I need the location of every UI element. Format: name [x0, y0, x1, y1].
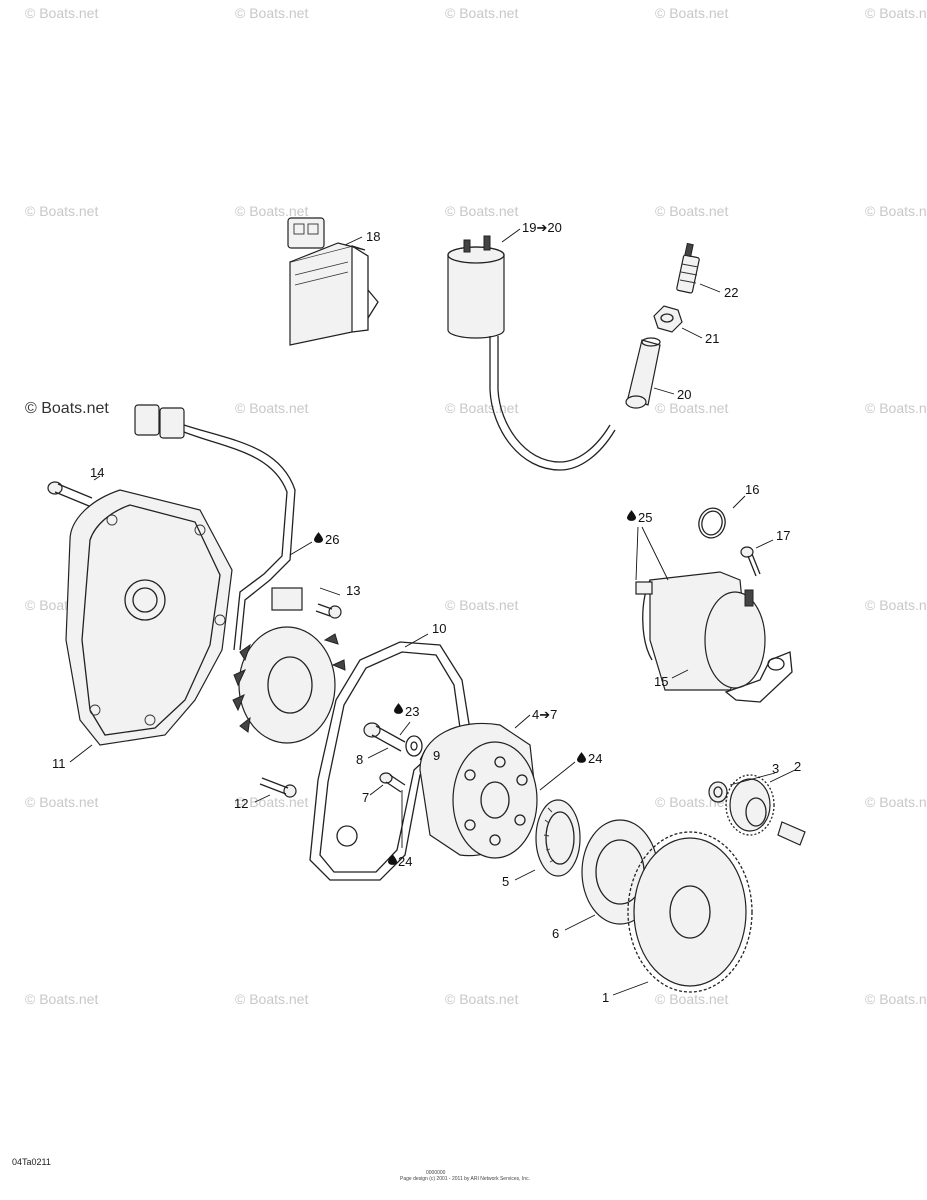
callout-5: 5 [502, 874, 509, 889]
callout-7: 7 [362, 790, 369, 805]
watermark: © Boats.net [25, 991, 99, 1007]
watermark: © Boats.net [235, 400, 309, 416]
watermark: © Boats.net [655, 991, 729, 1007]
part-15-starter-motor[interactable] [635, 571, 793, 703]
lubricant-drop-icon [577, 752, 586, 763]
watermark: © Boats.net [865, 5, 927, 21]
stator-coil[interactable] [232, 626, 346, 744]
part-14-screw[interactable] [47, 481, 93, 507]
callout-24: 24 [398, 854, 412, 869]
watermark: © Boats.net [865, 794, 927, 810]
lubricant-drop-icon [627, 510, 636, 521]
part-9-washer[interactable] [405, 735, 423, 757]
callout-11: 11 [52, 756, 66, 771]
watermark: © Boats.net [25, 5, 99, 21]
watermark: © Boats.net [235, 203, 309, 219]
callout-22: 22 [724, 285, 738, 300]
page-id: 0000000 [426, 1170, 446, 1176]
callout-10: 10 [432, 621, 446, 636]
callout-13: 13 [346, 583, 360, 598]
callout-14: 14 [90, 465, 104, 480]
callout-1: 1 [602, 990, 609, 1005]
part-16-o-ring[interactable] [696, 505, 729, 541]
part-1-ring-gear[interactable] [627, 831, 753, 993]
watermark: © Boats.net [25, 400, 109, 417]
callout-12: 12 [234, 796, 248, 811]
watermark: © Boats.net [235, 5, 309, 21]
lubricant-drop-icon [314, 532, 323, 543]
part-19-ignition-coil[interactable] [447, 235, 616, 471]
watermark: © Boats.net [445, 597, 519, 613]
watermark: © Boats.net [865, 597, 927, 613]
diagram-code: 04Ta0211 [12, 1157, 51, 1167]
watermark: © Boats.net [235, 794, 309, 810]
part-20-spark-plug-cap[interactable] [625, 337, 661, 409]
watermark: © Boats.net [445, 203, 519, 219]
callout-3: 3 [772, 761, 779, 776]
callout-19-20: 19➔20 [522, 220, 562, 235]
callout-6: 6 [552, 926, 559, 941]
credit-text: Page design (c) 2001 - 2011 by ARI Netwo… [400, 1176, 530, 1182]
callout-23: 23 [405, 704, 419, 719]
callout-15: 15 [654, 674, 668, 689]
watermark: © Boats.net [865, 991, 927, 1007]
part-21-nut[interactable] [653, 305, 683, 333]
watermark: © Boats.net [865, 400, 927, 416]
part-10-gasket[interactable] [309, 641, 471, 881]
callout-17: 17 [776, 528, 790, 543]
callout-labels: 18 19➔20 22 21 20 16 17 25 15 14 26 13 1… [52, 220, 801, 1005]
callout-2: 2 [794, 759, 801, 774]
watermark: © Boats.net [865, 203, 927, 219]
watermark: © Boats.net [25, 203, 99, 219]
part-8-bolt[interactable] [363, 722, 406, 752]
lubricant-drop-icon [388, 854, 397, 865]
idler-shaft[interactable] [777, 821, 806, 846]
watermark: © Boats.net [235, 991, 309, 1007]
callout-26: 26 [325, 532, 339, 547]
part-7-key[interactable] [379, 772, 406, 793]
part-13-screw[interactable] [315, 603, 342, 619]
page-credit: 0000000 Page design (c) 2001 - 2011 by A… [400, 1170, 530, 1182]
callout-16: 16 [745, 482, 759, 497]
watermark: © Boats.net [655, 203, 729, 219]
watermark: © Boats.net [655, 5, 729, 21]
part-4-rotor[interactable] [419, 722, 538, 859]
callout-9: 9 [433, 748, 440, 763]
stator-wire-harness[interactable] [134, 404, 303, 651]
part-17-screw[interactable] [740, 546, 761, 577]
callout-8: 8 [356, 752, 363, 767]
watermark: © Boats.net [445, 5, 519, 21]
part-5-sprague-clutch[interactable] [535, 799, 581, 877]
watermark: © Boats.net [25, 794, 99, 810]
watermark: © Boats.net [445, 991, 519, 1007]
part-12-bolt[interactable] [259, 777, 297, 798]
part-3-spacer[interactable] [708, 781, 728, 803]
part-2-idler-gear[interactable] [725, 774, 775, 836]
lubricant-drop-icon [394, 703, 403, 714]
part-18-cdi-module[interactable] [287, 217, 379, 346]
callout-24: 24 [588, 751, 602, 766]
callout-18: 18 [366, 229, 380, 244]
leader-lines [69, 228, 796, 996]
callout-20: 20 [677, 387, 691, 402]
callout-21: 21 [705, 331, 719, 346]
callout-4-7: 4➔7 [532, 707, 557, 722]
part-22-spark-plug[interactable] [676, 242, 700, 294]
watermark: © Boats.net [655, 794, 729, 810]
part-11-stator-cover[interactable] [65, 489, 233, 746]
callout-25: 25 [638, 510, 652, 525]
watermark: © Boats.net [655, 400, 729, 416]
